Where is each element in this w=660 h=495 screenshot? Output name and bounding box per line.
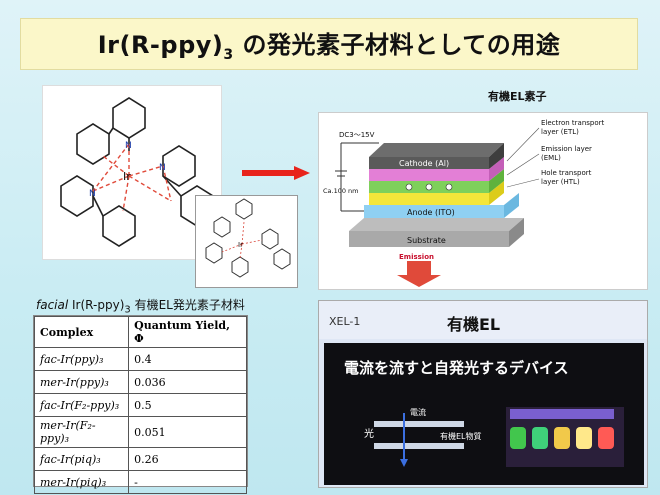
svg-text:Emission: Emission [399,253,434,261]
facial-label: facial Ir(R-ppy)3 有機EL発光素子材料 [36,298,245,316]
complex-cell: mer-Ir(ppy)₃ [33,370,130,394]
xel-title: 有機EL [447,315,501,334]
svg-text:光: 光 [364,427,374,440]
yield-cell: 0.036 [128,370,247,394]
svg-text:N: N [89,189,96,199]
svg-text:Electron transport: Electron transport [541,119,605,127]
xel-id: XEL-1 [329,315,361,328]
svg-text:Hole transport: Hole transport [541,169,592,177]
svg-text:layer (HTL): layer (HTL) [541,178,580,186]
yield-cell: 0.4 [128,347,247,371]
svg-text:Emission layer: Emission layer [541,145,592,153]
svg-text:layer (ETL): layer (ETL) [541,128,579,136]
title-bar: Ir(R-ppy)3 の発光素子材料としての用途 [20,18,638,70]
svg-text:電流: 電流 [410,407,426,417]
svg-text:Ir: Ir [123,170,131,183]
svg-text:N: N [159,163,166,173]
svg-text:Cathode (Al): Cathode (Al) [399,159,449,168]
oled-illustration: 光 電流 有機EL物質 [364,407,624,467]
xel-header: XEL-1 有機EL [319,301,647,339]
svg-text:Substrate: Substrate [407,236,446,245]
yield-cell: 0.051 [128,416,247,448]
complex-cell: fac-Ir(F₂-ppy)₃ [33,393,130,417]
svg-text:N: N [125,141,132,151]
column-header: Complex [33,316,130,348]
yield-cell: - [128,470,247,494]
xel-1-panel: XEL-1 有機EL 電流を流すと自発光するデバイス 光 電流 有機EL物質 [318,300,648,488]
column-header: Quantum Yield, Φ [128,316,247,348]
svg-text:DC3～15V: DC3～15V [339,131,375,139]
svg-text:有機EL物質: 有機EL物質 [440,431,482,441]
svg-text:Ir: Ir [238,241,243,249]
xel-subtitle: 電流を流すと自発光するデバイス [344,359,569,377]
complex-cell: mer-Ir(F₂-ppy)₃ [33,416,130,448]
slide-title: Ir(R-ppy)3 の発光素子材料としての用途 [97,31,561,63]
ir-ppy3-structure: Ir N N N [42,85,222,260]
svg-text:Anode (ITO): Anode (ITO) [407,208,455,217]
complex-cell: fac-Ir(ppy)₃ [33,347,130,371]
table-row: mer-Ir(piq)₃- [33,470,247,494]
xel-screen: 電流を流すと自発光するデバイス 光 電流 有機EL物質 [324,343,644,485]
complex-cell: mer-Ir(piq)₃ [33,470,130,494]
table-header-row: Complex Quantum Yield, Φ [33,316,247,348]
complex-cell: fac-Ir(piq)₃ [33,447,130,471]
red-arrow-icon [242,166,310,180]
oled-device-label: 有機EL素子 [488,90,547,103]
yield-cell: 0.26 [128,447,247,471]
svg-text:Ca.100 nm: Ca.100 nm [323,187,359,195]
svg-text:(EML): (EML) [541,154,561,162]
yield-cell: 0.5 [128,393,247,417]
ir-ppy3-small-structure: Ir [195,195,298,288]
oled-layer-diagram: Cathode (Al) Anode (ITO) Substrate DC3～1… [318,112,648,290]
